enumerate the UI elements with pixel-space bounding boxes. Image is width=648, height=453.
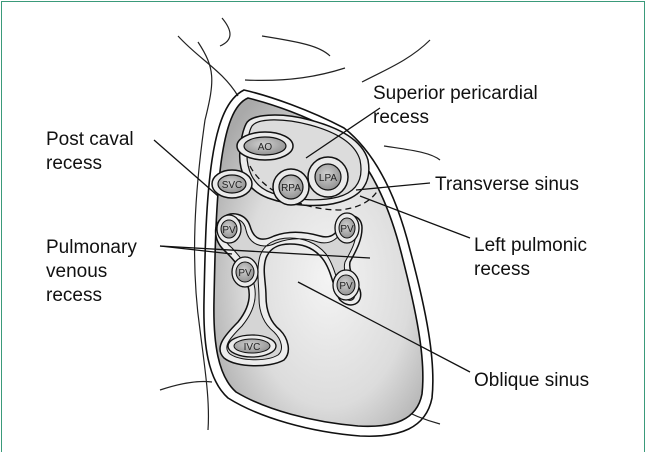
label-transverse-sinus: Transverse sinus: [435, 174, 579, 195]
right-upper-outline: [362, 40, 430, 82]
label-left-pulmonic-line2: recess: [474, 259, 530, 280]
pv-upper-left-label: PV: [340, 224, 354, 235]
vessel-lpa: LPA: [308, 157, 348, 197]
label-superior-pericardial-line2: recess: [373, 107, 429, 128]
label-post-caval-line1: Post caval: [46, 129, 134, 150]
ao-label: AO: [258, 142, 273, 153]
label-oblique-sinus: Oblique sinus: [474, 370, 589, 391]
rpa-label: RPA: [281, 183, 301, 194]
pv-lower-left-label: PV: [339, 281, 353, 292]
svc-label: SVC: [222, 180, 243, 191]
vessel-pv-lower-left: PV: [333, 270, 359, 300]
label-pulmonary-venous-line1: Pulmonary: [46, 237, 137, 258]
pv-upper-right-label: PV: [222, 225, 236, 236]
leader-post-caval: [154, 140, 218, 196]
neck-outline: [245, 68, 345, 80]
vessel-rpa: RPA: [273, 169, 309, 205]
left-upper-outline: [178, 36, 238, 96]
label-pulmonary-venous-line3: recess: [46, 285, 102, 306]
label-pulmonary-venous-line2: venous: [46, 261, 107, 282]
ivc-label: IVC: [244, 342, 261, 353]
top-vessel-outline: [220, 18, 230, 46]
label-superior-pericardial-line1: Superior pericardial: [373, 83, 538, 104]
vessel-svc: SVC: [212, 170, 252, 198]
vessel-ao: AO: [237, 132, 293, 160]
vessel-pv-upper-left: PV: [335, 213, 359, 243]
lower-left-outline: [160, 381, 212, 390]
vessel-pv-upper-right: PV: [217, 215, 241, 243]
right-mid-outline: [384, 146, 440, 160]
pv-lower-right-label: PV: [238, 268, 252, 279]
vessel-pv-lower-right: PV: [232, 257, 258, 287]
top-right-outline: [262, 36, 330, 56]
left-outer-outline: [195, 42, 212, 430]
vessel-ivc: IVC: [228, 335, 276, 357]
lpa-label: LPA: [319, 173, 337, 184]
label-left-pulmonic-line1: Left pulmonic: [474, 235, 587, 256]
label-post-caval-line2: recess: [46, 153, 102, 174]
